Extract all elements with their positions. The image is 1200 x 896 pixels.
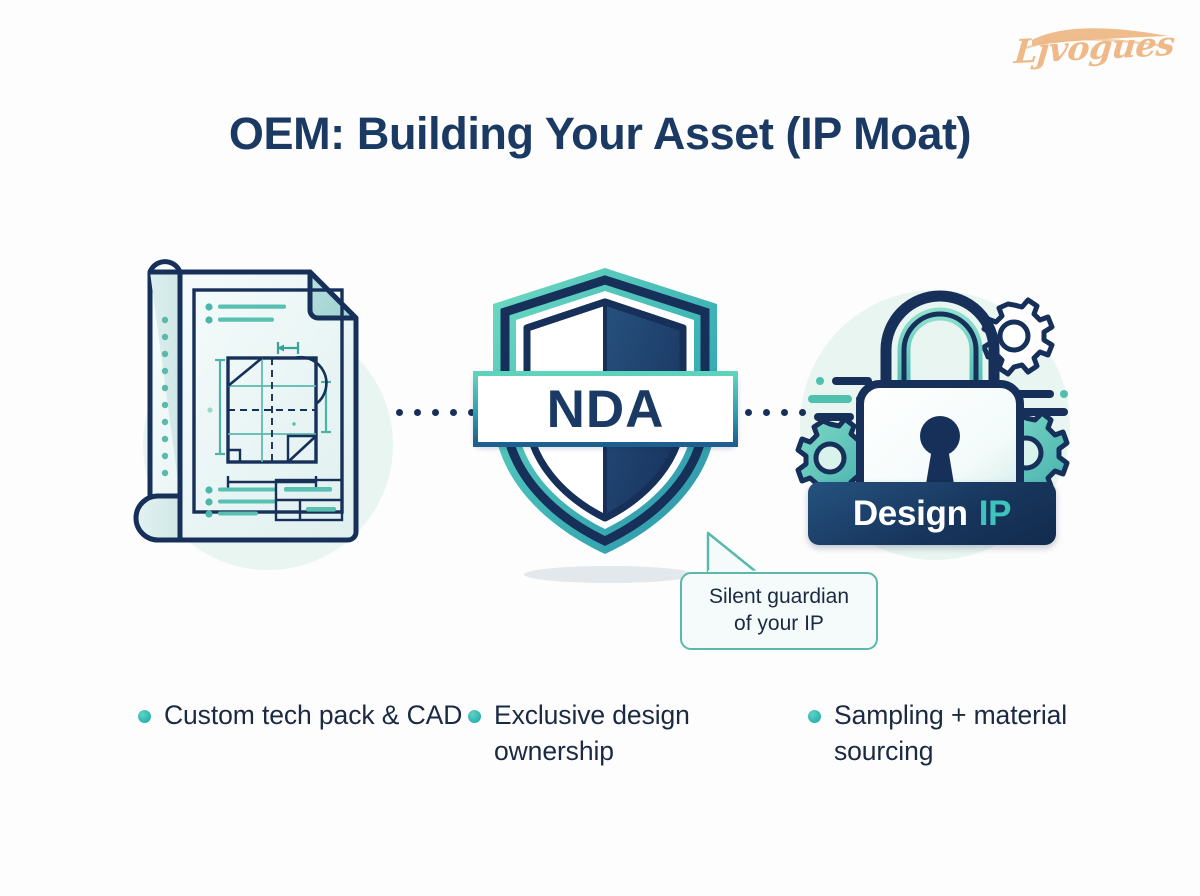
nda-banner: NDA [473,371,738,447]
bullet-item-sampling-material-sourcing: Sampling + material sourcing [808,698,1138,769]
connector-dot [450,409,457,416]
connector-dot [396,409,403,416]
nda-banner-label: NDA [546,379,665,439]
connector-dot [799,409,806,416]
connector-dot [468,409,475,416]
logo-swoosh-icon [1025,28,1168,50]
callout-line-2: of your IP [734,612,824,635]
bullet-label: Exclusive design ownership [494,700,690,766]
bullet-item-custom-tech-pack: Custom tech pack & CAD [138,698,468,769]
connector-dot [432,409,439,416]
callout-line-1: Silent guardian [708,585,850,609]
callout-tail-icon [706,531,762,577]
page-title: OEM: Building Your Asset (IP Moat) [228,108,972,159]
bullet-dot-icon [468,710,481,723]
blueprint-tech-pack-icon [128,258,398,558]
connector-dot [745,409,752,416]
design-ip-label-primary: Design [852,494,968,533]
dotted-connector-left [396,409,475,416]
design-ip-label-accent: IP [978,494,1012,533]
bullet-dot-icon [138,710,151,723]
callout-bubble: Silent guardian of your IP [680,572,878,650]
design-ip-banner: Design IP [808,482,1056,545]
bullet-item-exclusive-design-ownership: Exclusive design ownership [468,698,808,769]
dotted-connector-right [745,409,806,416]
bullet-label: Custom tech pack & CAD [164,700,463,730]
bullet-dot-icon [808,710,821,723]
benefit-bullet-row: Custom tech pack & CAD Exclusive design … [138,698,1138,769]
connector-dot [763,409,770,416]
bullet-label: Sampling + material sourcing [834,700,1068,766]
padlock-design-ip-icon [790,258,1090,558]
connector-dot [414,409,421,416]
connector-dot [781,409,788,416]
shield-shadow [524,566,694,583]
brand-logo: Ljvogues [1013,14,1178,76]
